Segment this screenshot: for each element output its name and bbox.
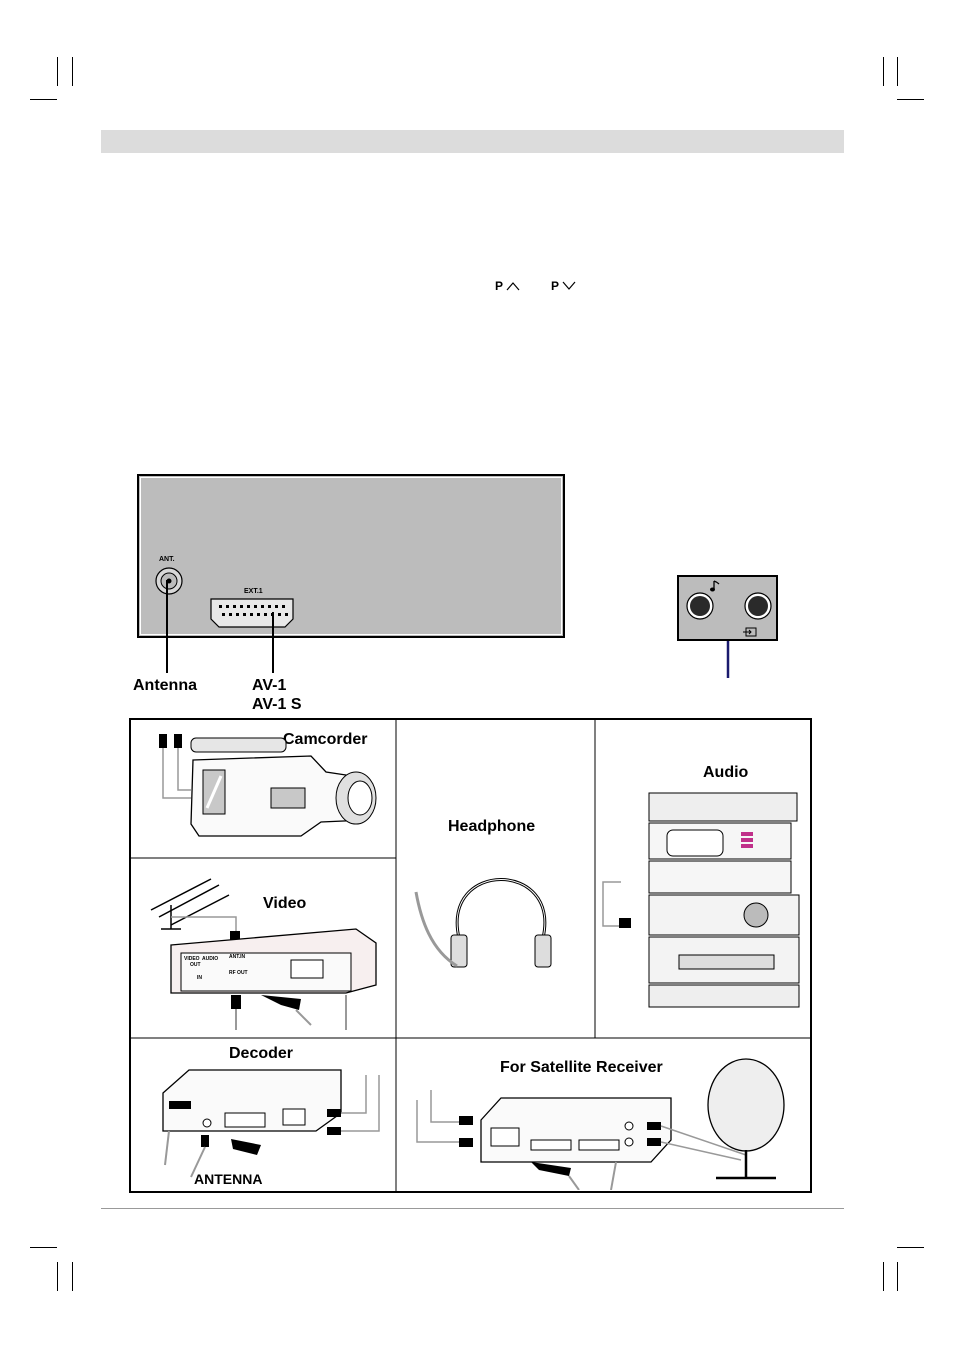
tv-rear-panel: ANT. EXT.1 xyxy=(137,474,565,638)
chevron-down-icon xyxy=(562,281,576,290)
av1s-label: AV-1 S xyxy=(252,696,302,713)
antenna-label: Antenna xyxy=(133,677,197,694)
headphone-jack-icon xyxy=(686,592,714,620)
vcr-out-label: OUT xyxy=(190,962,201,968)
device-connection-grid: Camcorder Headphone Audio Video Decoder … xyxy=(129,718,812,1193)
connector-leader-lines xyxy=(166,580,730,678)
satellite-receiver-icon xyxy=(416,1058,785,1190)
audio-system-icon xyxy=(602,792,800,1008)
headphone-title: Headphone xyxy=(448,818,536,835)
vcr-in-label: IN xyxy=(197,975,202,981)
satellite-title: For Satellite Receiver xyxy=(500,1059,663,1076)
vcr-audio-label: AUDIO xyxy=(202,956,219,962)
grid-dividers xyxy=(131,720,810,1191)
ext1-label: EXT.1 xyxy=(244,588,263,595)
chevron-up-icon xyxy=(506,282,520,291)
av-input-jack-icon xyxy=(744,592,772,620)
decoder-title: Decoder xyxy=(229,1045,294,1062)
ant-label: ANT. xyxy=(159,556,175,563)
vcr-antin-label: ANT.IN xyxy=(229,954,246,960)
program-up-key: P xyxy=(495,279,520,293)
audio-title: Audio xyxy=(703,764,749,781)
program-up-label: P xyxy=(495,279,504,293)
program-down-label: P xyxy=(551,279,560,293)
vcr-icon xyxy=(150,878,377,1030)
camcorder-icon xyxy=(159,734,377,837)
video-title: Video xyxy=(263,895,307,912)
av1-label: AV-1 xyxy=(252,677,287,694)
footer-rule xyxy=(101,1208,844,1209)
camcorder-title: Camcorder xyxy=(283,731,368,748)
tv-side-panel xyxy=(677,575,778,641)
section-header-band xyxy=(101,130,844,153)
antenna-socket-icon xyxy=(155,567,183,595)
decoder-icon xyxy=(162,1069,380,1178)
decoder-antenna-caption: ANTENNA xyxy=(194,1171,263,1187)
program-down-key: P xyxy=(551,279,576,293)
input-icon xyxy=(743,627,757,637)
headphone-icon xyxy=(414,878,552,968)
vcr-video-label: VIDEO xyxy=(184,956,200,962)
vcr-rfout-label: RF OUT xyxy=(229,970,248,976)
music-note-icon xyxy=(710,580,720,592)
